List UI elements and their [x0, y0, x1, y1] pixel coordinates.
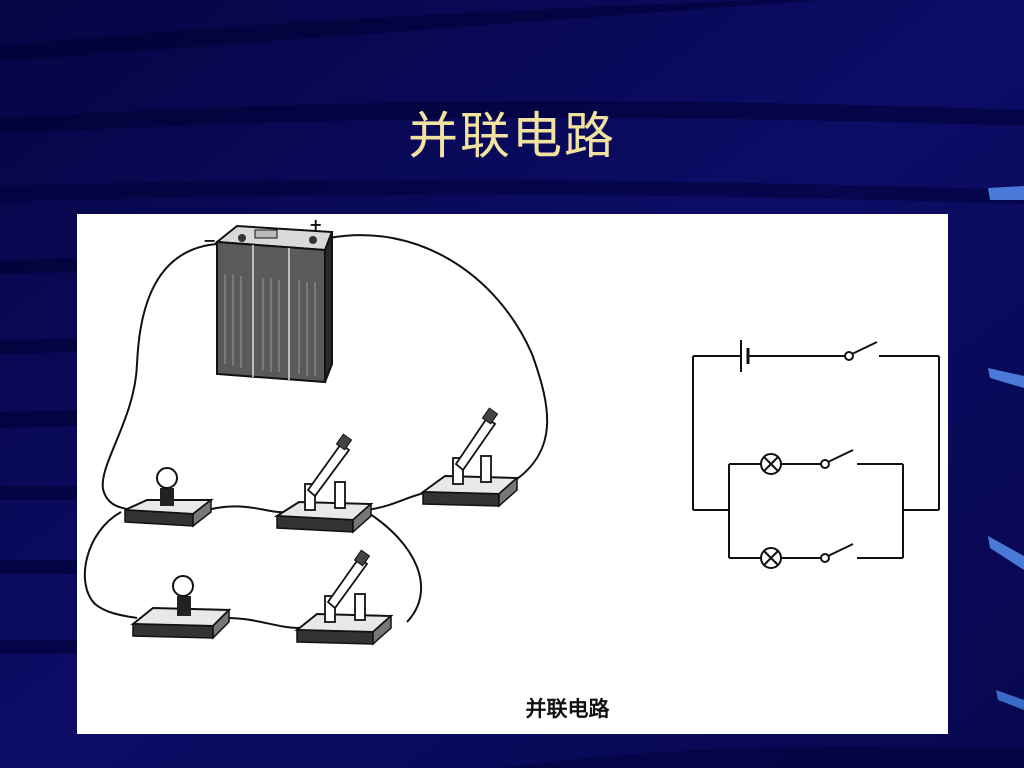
main-switch-blade: [851, 341, 878, 355]
bulb-upper: [124, 467, 214, 528]
knife-switch-lower: [294, 549, 394, 646]
knife-switch-main: [420, 407, 520, 508]
main-switch-pivot: [844, 351, 854, 361]
figure-caption: 并联电路: [525, 697, 610, 721]
battery: [214, 224, 334, 384]
branch-switch-upper-pivot: [820, 459, 830, 469]
bulb-lower: [130, 575, 232, 640]
battery-positive-label: +: [309, 215, 322, 234]
branch-switch-lower-pivot: [820, 553, 830, 563]
circuit-figure: − +: [83, 215, 940, 646]
battery-negative-label: −: [203, 231, 216, 250]
circuit-figure-panel: − +: [77, 214, 948, 734]
knife-switch-middle: [273, 433, 374, 534]
schematic-diagram: [692, 340, 940, 569]
pictorial-wires: [83, 234, 549, 629]
slide-title: 并联电路: [408, 107, 616, 165]
